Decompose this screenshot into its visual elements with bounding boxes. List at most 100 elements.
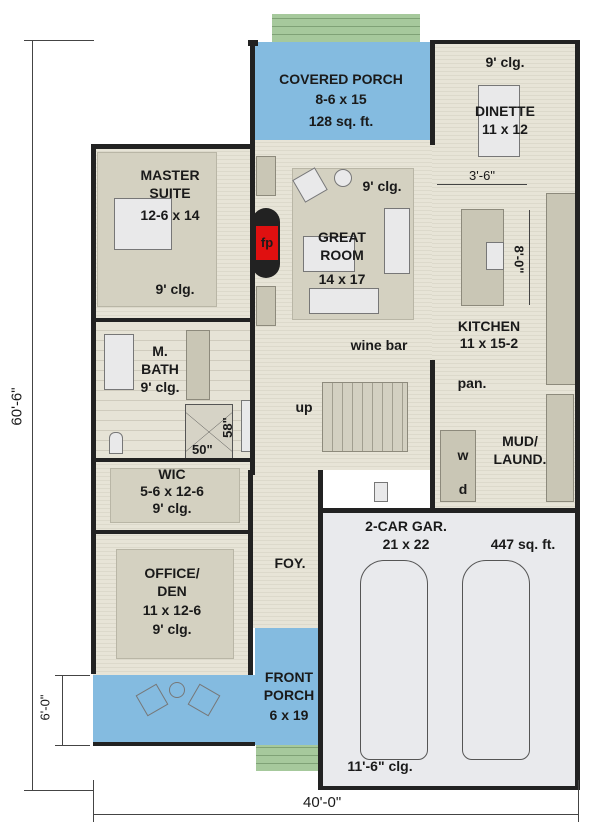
depth-dimension: 60'-6" <box>8 387 26 426</box>
wall <box>250 145 255 475</box>
great-room-label: ROOM <box>320 247 364 263</box>
dim-tick <box>55 675 90 676</box>
depth-dim-line <box>32 40 33 790</box>
side-table <box>334 169 352 187</box>
dinette-ceiling: 9' clg. <box>485 54 525 70</box>
wall <box>430 360 435 510</box>
wall <box>93 458 253 462</box>
wic-size: 5-6 x 12-6 <box>140 483 204 499</box>
great-room-size: 14 x 17 <box>318 271 366 287</box>
office-size: 11 x 12-6 <box>142 602 202 618</box>
washer-dryer <box>440 430 476 502</box>
master-bath-label: M. <box>152 343 168 359</box>
dim-line <box>437 184 527 185</box>
office-label: DEN <box>157 583 187 599</box>
foyer-label: FOY. <box>274 555 306 571</box>
master-suite-label: MASTER <box>140 167 200 183</box>
wall <box>93 318 253 322</box>
office-ceiling: 9' clg. <box>152 621 192 637</box>
master-bath-ceiling: 9' clg. <box>140 379 180 395</box>
porch-table <box>169 682 185 698</box>
covered-porch <box>252 42 432 140</box>
built-in-cabinet <box>256 156 276 196</box>
shower-width: 50" <box>192 442 213 457</box>
sofa <box>384 208 410 274</box>
width-dimension: 40'-0" <box>303 794 342 811</box>
wine-bar-label: wine bar <box>350 337 408 353</box>
shower-height: 58" <box>219 417 235 438</box>
dryer-label: d <box>458 481 468 497</box>
porch-dim-line <box>62 675 63 745</box>
kitchen-label: KITCHEN <box>457 318 521 334</box>
master-suite-label: SUITE <box>149 185 191 201</box>
bathtub <box>104 334 134 390</box>
wall <box>320 786 580 790</box>
covered-porch-area: 128 sq. ft. <box>308 113 374 129</box>
cooktop <box>486 242 504 270</box>
car-outline <box>360 560 428 760</box>
front-porch-size: 6 x 19 <box>269 707 309 723</box>
wall <box>248 470 253 675</box>
fireplace: fp <box>256 226 278 260</box>
wic-ceiling: 9' clg. <box>152 500 192 516</box>
dinette-label: DINETTE <box>475 103 535 119</box>
vanity <box>186 330 210 400</box>
front-porch-label: PORCH <box>263 687 315 703</box>
stairs <box>322 382 408 452</box>
bed <box>114 198 172 250</box>
dim-tick <box>24 790 94 791</box>
wall <box>91 144 96 674</box>
car-outline <box>462 560 530 760</box>
dim-tick <box>24 40 94 41</box>
wall <box>575 510 580 790</box>
master-suite-ceiling: 9' clg. <box>155 281 195 297</box>
covered-porch-label: COVERED PORCH <box>279 71 403 87</box>
master-suite-size: 12-6 x 14 <box>140 207 200 223</box>
foyer <box>250 470 320 628</box>
washer-label: w <box>457 447 469 463</box>
wall <box>92 144 254 149</box>
width-dim-line <box>93 814 578 815</box>
wall <box>430 40 435 145</box>
dim-tick <box>93 780 94 822</box>
wall <box>318 470 323 790</box>
wall <box>250 40 255 145</box>
great-room-ceiling: 9' clg. <box>362 178 402 194</box>
pantry-label: pan. <box>457 375 487 391</box>
wall <box>432 40 580 44</box>
front-steps <box>256 745 320 771</box>
island-length-dim: 8'-0" <box>511 245 527 274</box>
garage-label: 2-CAR GAR. <box>365 518 447 534</box>
garage-area: 447 sq. ft. <box>490 536 556 552</box>
front-porch-entry <box>255 628 320 678</box>
office-label: OFFICE/ <box>144 565 200 581</box>
island-clearance-dim: 3'-6" <box>469 168 495 183</box>
garage-ceiling: 11'-6" clg. <box>347 758 413 774</box>
wall <box>93 530 253 534</box>
wall <box>93 742 255 746</box>
powder-toilet <box>374 482 388 502</box>
mud-bench <box>546 394 574 502</box>
wic-floor <box>110 468 240 523</box>
kitchen-counter <box>546 193 578 385</box>
toilet <box>109 432 123 454</box>
garage-size: 21 x 22 <box>382 536 430 552</box>
kitchen-size: 11 x 15-2 <box>459 335 519 351</box>
stairs-up-label: up <box>295 399 313 415</box>
dim-tick <box>578 780 579 822</box>
coffee-table <box>303 236 355 272</box>
covered-porch-size: 8-6 x 15 <box>315 91 367 107</box>
shower <box>185 404 233 460</box>
dim-tick <box>55 745 90 746</box>
mud-laundry-label: MUD/ <box>502 433 538 449</box>
sofa <box>309 288 379 314</box>
mud-laundry-label: LAUND. <box>493 451 547 467</box>
rear-steps <box>272 14 420 42</box>
office-rug <box>116 549 234 659</box>
built-in-cabinet <box>256 286 276 326</box>
great-room-label: GREAT <box>318 229 366 245</box>
front-porch-label: FRONT <box>264 669 314 685</box>
master-bath-label: BATH <box>141 361 179 377</box>
dinette-size: 11 x 12 <box>482 121 528 137</box>
wall <box>575 40 580 510</box>
